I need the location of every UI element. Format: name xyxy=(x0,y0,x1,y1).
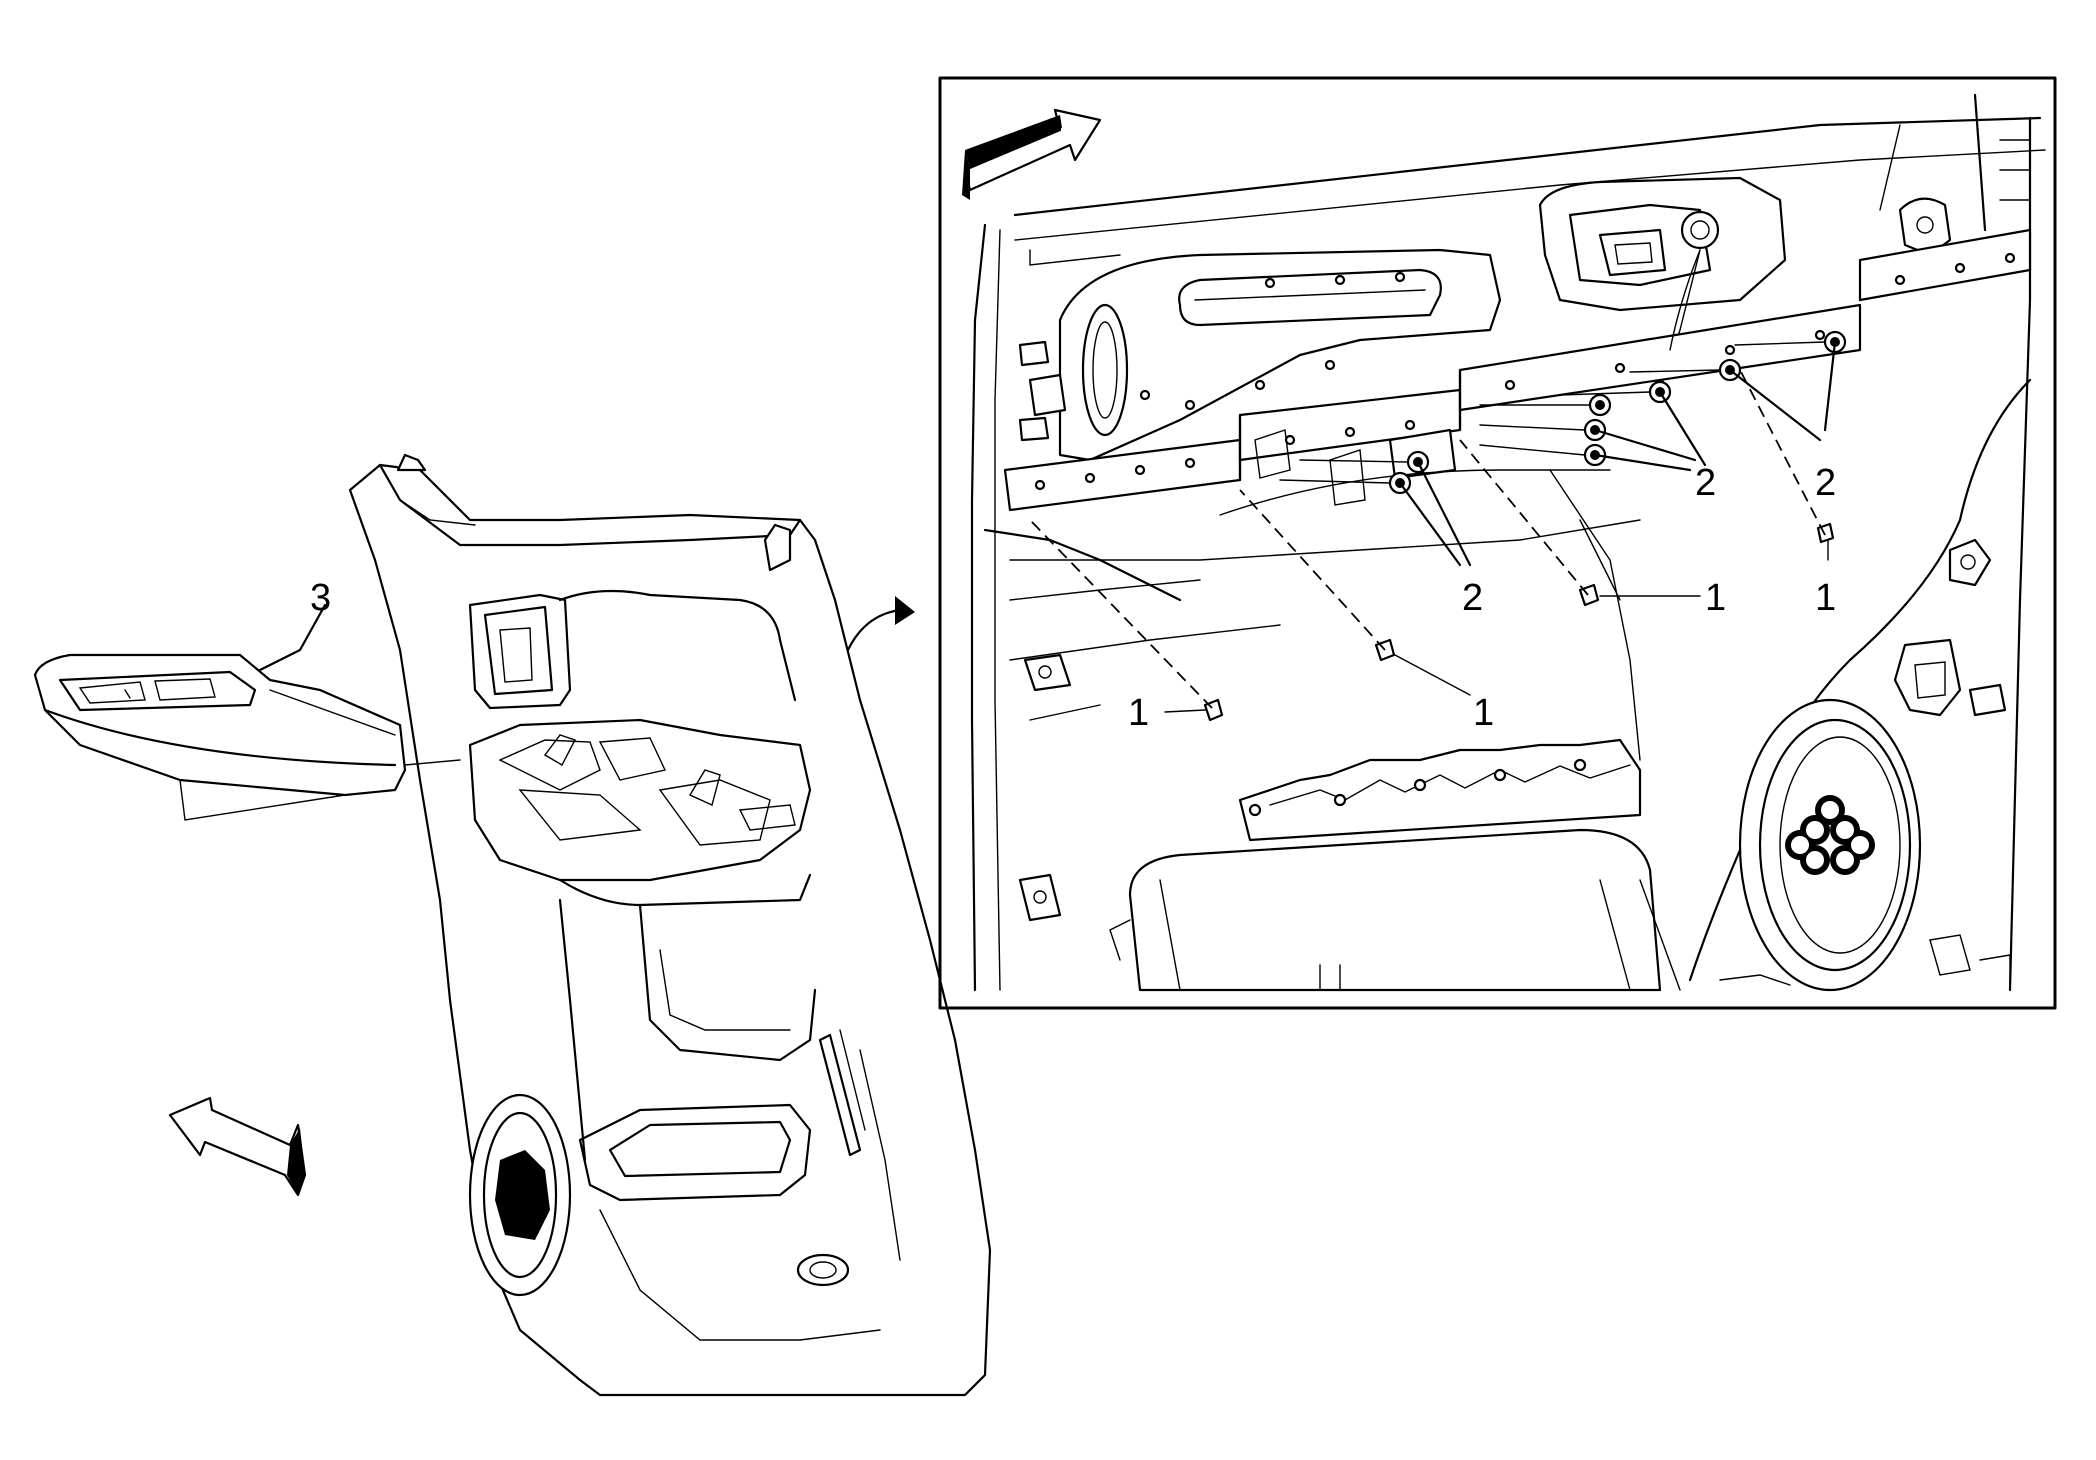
install-path-1c xyxy=(1459,439,1589,596)
callout-3-leader xyxy=(258,603,327,672)
bolt-icon xyxy=(1479,443,1607,467)
speaker-icon xyxy=(468,1093,572,1297)
callout-1-bottom-left: 1 xyxy=(1128,692,1149,734)
callout-3: 3 xyxy=(310,577,331,619)
callout-2-right-b: 2 xyxy=(1815,462,1836,504)
callout-2-right-a: 2 xyxy=(1695,462,1716,504)
rivet-holes-lower xyxy=(1248,758,1587,817)
detail-view-frame xyxy=(938,76,2057,1010)
install-path-1b xyxy=(1239,489,1386,651)
front-direction-arrow-icon xyxy=(168,1096,307,1197)
callout-2-center: 2 xyxy=(1462,577,1483,619)
install-path-1d xyxy=(1739,369,1826,536)
bolt-icon xyxy=(1479,393,1612,417)
callout-1-bottom-center: 1 xyxy=(1473,692,1494,734)
callout-leaders xyxy=(1164,340,1837,713)
rivet-holes-upper xyxy=(1099,271,1406,411)
honeycomb-cone-icon xyxy=(1785,795,1875,875)
front-direction-arrow-icon xyxy=(962,108,1102,200)
rivet-holes-rail xyxy=(1034,252,2016,491)
door-trim-panel xyxy=(348,453,992,1397)
install-path-1a xyxy=(1029,519,1213,709)
speaker-icon xyxy=(1738,698,1922,992)
armrest-switch-bezel xyxy=(33,653,407,821)
armrest-to-panel-guide xyxy=(404,759,461,766)
inner-door-frame xyxy=(970,93,2046,992)
callout-1-middle: 1 xyxy=(1705,577,1726,619)
curved-view-arrow-icon xyxy=(846,596,915,652)
bolt-icon xyxy=(1479,418,1607,442)
callout-1-right: 1 xyxy=(1815,577,1836,619)
